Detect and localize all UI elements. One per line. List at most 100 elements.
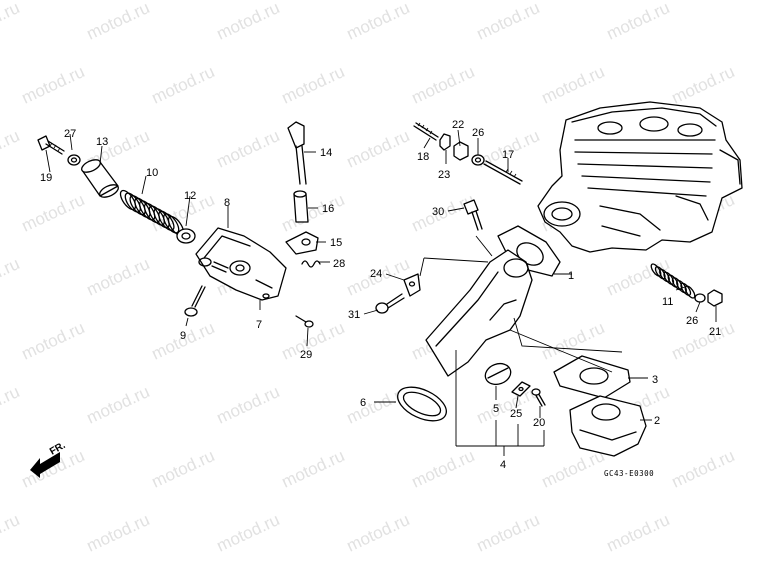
- callout-20: 20: [533, 417, 545, 429]
- bolt-30: [463, 199, 483, 231]
- callout-30: 30: [432, 206, 444, 218]
- spring-11: [650, 263, 696, 299]
- clip-25: [511, 381, 531, 397]
- spring-coil: [659, 268, 670, 283]
- callout-18: 18: [417, 151, 429, 163]
- watermark-text: motod.ru: [19, 318, 88, 364]
- bolt-19: [37, 135, 65, 155]
- watermark-text: motod.ru: [19, 62, 88, 108]
- watermark-text: motod.ru: [344, 0, 413, 44]
- callout-26-lower: 26: [686, 315, 698, 327]
- watermark-text: motod.ru: [474, 0, 543, 44]
- watermark-text: motod.ru: [669, 318, 738, 364]
- watermark-text: motod.ru: [214, 0, 283, 44]
- reed-5: [484, 362, 512, 386]
- watermark-text: motod.ru: [19, 190, 88, 236]
- watermark-text: motod.ru: [0, 126, 22, 172]
- spring-coil: [654, 266, 666, 280]
- callout-5: 5: [493, 403, 499, 415]
- callouts: 1 2 3 4 5 6 7 8 9 10 11 12 13 14 15 16 1…: [40, 119, 721, 471]
- washer-27: [67, 154, 81, 166]
- watermark-text: motod.ru: [474, 510, 543, 556]
- watermark-text: motod.ru: [669, 446, 738, 492]
- watermark-text: motod.ru: [214, 126, 283, 172]
- screw-29: [295, 315, 314, 328]
- watermark-text: motod.ru: [279, 446, 348, 492]
- watermark-text: motod.ru: [84, 0, 153, 44]
- shaft-14: [287, 121, 307, 185]
- watermark-text: motod.ru: [344, 510, 413, 556]
- callout-26-upper: 26: [472, 127, 484, 139]
- callout-16: 16: [322, 203, 334, 215]
- spring-coil: [680, 282, 692, 296]
- nut-23: [439, 133, 451, 151]
- callout-22: 22: [452, 119, 464, 131]
- washer-12: [176, 228, 196, 244]
- spring-coil: [676, 279, 687, 294]
- stud-17: [483, 160, 523, 185]
- callout-12: 12: [184, 190, 196, 202]
- bolt-31: [375, 293, 405, 314]
- clamp-24: [403, 273, 421, 297]
- callout-25: 25: [510, 408, 522, 420]
- callout-1: 1: [568, 270, 574, 282]
- watermark-text: motod.ru: [279, 190, 348, 236]
- watermark-text: motod.ru: [669, 62, 738, 108]
- cam-15: [285, 231, 319, 255]
- collar-13: [81, 159, 119, 198]
- callout-11: 11: [662, 296, 673, 308]
- spring-coil: [671, 277, 683, 291]
- collar-16: [293, 190, 309, 223]
- bolt-21: [707, 289, 723, 307]
- watermark-text: motod.ru: [409, 446, 478, 492]
- callout-14: 14: [320, 147, 332, 159]
- watermark-text: motod.ru: [84, 254, 153, 300]
- watermark-text: motod.ru: [409, 62, 478, 108]
- gasket-3: [553, 355, 631, 399]
- spring-coil: [650, 263, 662, 277]
- watermark-text: motod.ru: [84, 382, 153, 428]
- leader-lines: [45, 129, 717, 456]
- diagram-code: GC43-E0300: [604, 469, 654, 478]
- washer-26-lower: [694, 293, 706, 303]
- insulator-2: [569, 395, 647, 457]
- bolt-9: [184, 285, 206, 317]
- watermark-text: motod.ru: [214, 510, 283, 556]
- callout-17: 17: [502, 149, 514, 161]
- callout-6: 6: [360, 397, 366, 409]
- watermark-text: motod.ru: [539, 318, 608, 364]
- callout-29: 29: [300, 349, 312, 361]
- watermark-text: motod.ru: [539, 446, 608, 492]
- callout-10: 10: [146, 167, 158, 179]
- watermark-text: motod.ru: [0, 0, 22, 44]
- callout-13: 13: [96, 136, 108, 148]
- callout-2: 2: [654, 415, 660, 427]
- watermark-text: motod.ru: [604, 510, 673, 556]
- watermark-text: motod.ru: [0, 382, 22, 428]
- watermark-text: motod.ru: [214, 382, 283, 428]
- callout-4: 4: [500, 459, 506, 471]
- washer-26-upper: [471, 154, 485, 166]
- callout-27: 27: [64, 128, 76, 140]
- callout-23: 23: [438, 169, 450, 181]
- cap-22: [453, 141, 469, 161]
- callout-9: 9: [180, 330, 186, 342]
- spring-28: [301, 260, 321, 268]
- watermark-text: motod.ru: [149, 62, 218, 108]
- callout-31: 31: [348, 309, 360, 321]
- watermark-text: motod.ru: [0, 254, 22, 300]
- cylinder-drawing: [537, 101, 743, 253]
- intake-pipe-4: [425, 249, 533, 377]
- callout-15: 15: [330, 237, 342, 249]
- callout-7: 7: [256, 319, 262, 331]
- watermark-text: motod.ru: [604, 0, 673, 44]
- callout-21: 21: [709, 326, 721, 338]
- spring-coil: [663, 271, 675, 285]
- callout-8: 8: [224, 197, 230, 209]
- band-6: [397, 386, 447, 422]
- callout-28: 28: [333, 258, 345, 270]
- stud-18: [413, 122, 439, 141]
- front-arrow-icon: [30, 452, 60, 478]
